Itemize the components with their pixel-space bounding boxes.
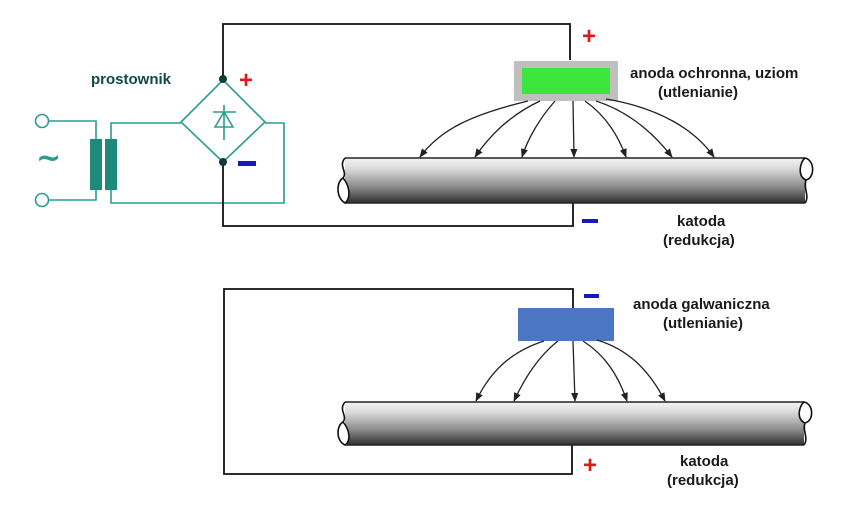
pipe-cathode-top [337,157,814,204]
rectifier-plus-sign: + [239,67,253,94]
transformer [49,120,285,204]
current-arrow [596,339,666,402]
current-arrow [513,340,559,402]
current-arrow [474,100,541,158]
cathode-label-bottom: katoda [680,453,729,470]
cathode-sublabel-top: (redukcja) [663,232,735,249]
current-arrow [570,100,578,158]
dc-wires [222,23,574,227]
current-arrow [571,340,579,402]
current-arrow [605,98,715,158]
cathode-label-top: katoda [677,213,726,230]
impressed-current-system: ~ prostownik + [34,23,814,249]
ac-terminal-bottom [34,192,50,208]
ac-symbol: ~ [36,141,61,176]
galvanic-system: + anoda galwaniczna (utlenianie) katoda … [223,288,813,489]
ac-source: ~ [34,113,61,208]
transformer-primary-coil [90,139,102,190]
current-arrow [584,100,627,158]
junction-plus [219,75,227,83]
rectifier-label: prostownik [91,71,172,88]
cathode-minus-sign [582,219,598,223]
galvanic-anode-label: anoda galwaniczna [633,296,770,313]
pipe-cathode-bottom [337,401,813,446]
diode-icon [213,110,235,128]
cathode-plus-sign: + [583,452,597,479]
rectifier-minus-sign [238,161,256,166]
cathode-sublabel-bottom: (redukcja) [667,472,739,489]
current-arrow [419,100,529,158]
galvanic-anode-sublabel: (utlenianie) [663,315,743,332]
current-arrow [475,340,545,402]
current-arrow [595,100,673,158]
current-arrow [521,100,556,158]
protective-anode-label: anoda ochronna, uziom [630,65,798,82]
current-arrows-bottom [475,339,666,402]
galvanic-anode [518,308,614,341]
transformer-secondary-coil [105,139,117,190]
protective-anode [514,61,618,101]
protective-anode-sublabel: (utlenianie) [658,84,738,101]
junction-minus [219,158,227,166]
ac-terminal-top [34,113,50,129]
current-arrow [582,340,628,402]
anode-minus-sign [584,294,599,298]
current-arrows-top [419,98,715,158]
anode-plus-sign: + [582,23,596,50]
galvanic-wire [223,288,574,475]
